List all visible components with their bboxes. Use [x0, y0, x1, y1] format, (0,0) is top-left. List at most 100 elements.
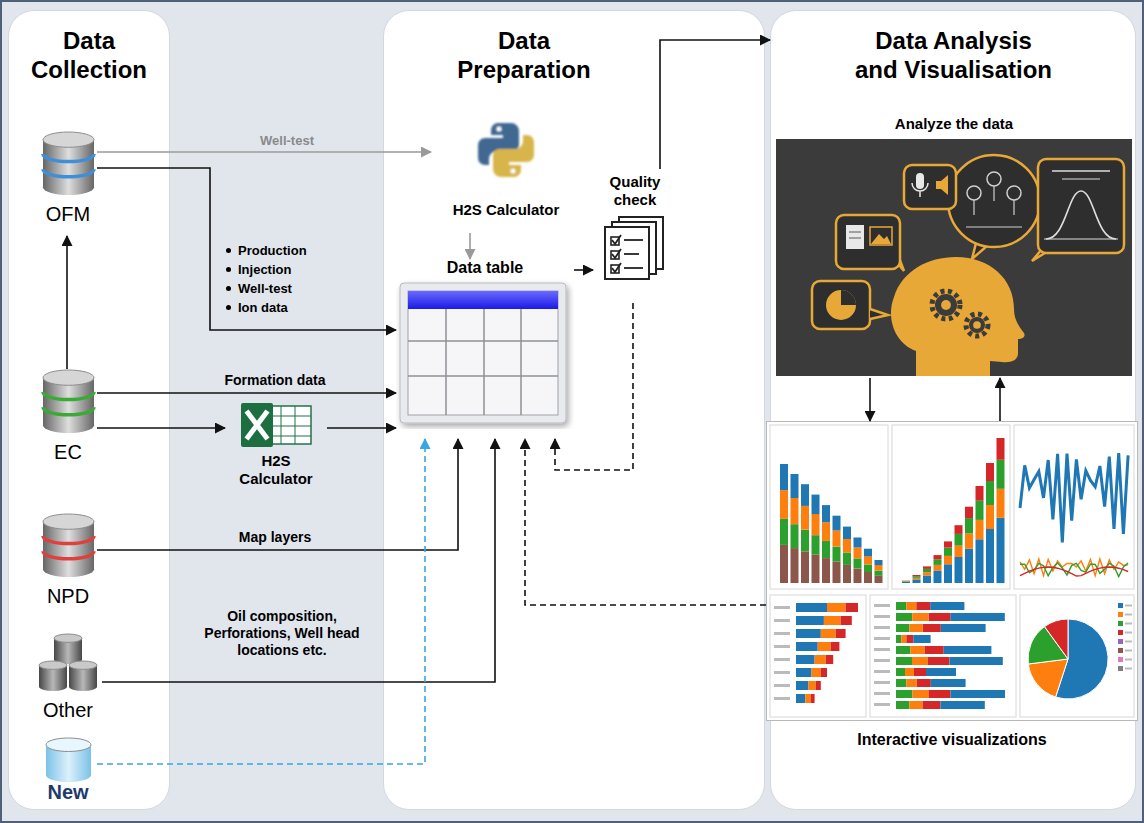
- analysis-illustration-part: [1062, 178, 1100, 179]
- node-label: Data table: [447, 259, 523, 277]
- chart-collage-part: [854, 548, 862, 559]
- chart-collage-part: [913, 578, 921, 580]
- icon-holder: [40, 369, 97, 435]
- chart-collage-part: [812, 495, 820, 514]
- chart-collage-part: [896, 690, 912, 698]
- analysis-illustration-part: [1038, 159, 1124, 253]
- chart-collage-part: [774, 697, 790, 700]
- checklist-icon-part: [624, 253, 639, 255]
- label-holder: Oil composition, Perforations, Well head…: [196, 608, 368, 659]
- excel-icon-part: [267, 406, 311, 444]
- chart-collage-part: [801, 484, 809, 506]
- connector: [574, 269, 593, 271]
- chart-collage-part: [1020, 595, 1134, 717]
- python-logo-part: [511, 169, 516, 174]
- node-label: Analyze the data: [895, 115, 1013, 132]
- checklist-icon-part: [612, 263, 621, 272]
- chart-collage-part: [1020, 567, 1128, 576]
- chart-collage-part: [909, 701, 922, 709]
- chart-collage-part: [955, 525, 963, 534]
- chart-collage-part: [965, 549, 973, 583]
- database-icon-part: [43, 132, 94, 147]
- python-logo: [475, 119, 537, 181]
- python-logo-part: [478, 123, 534, 177]
- database-icon-part: [43, 180, 94, 195]
- database-stack-icon-part: [69, 661, 97, 669]
- chart-collage-part: [1118, 648, 1123, 653]
- chart-collage-part: [905, 668, 914, 676]
- analysis-node: Analyze the data: [776, 111, 1132, 378]
- database-icon-part: [43, 169, 94, 177]
- chart-collage-part: [774, 632, 790, 635]
- chart-collage-part: [836, 629, 846, 638]
- chart-collage-part: [1125, 668, 1132, 670]
- chart-collage-part: [874, 681, 890, 684]
- chart-collage-part: [874, 670, 890, 673]
- label-holder: Map layers: [200, 529, 350, 546]
- chart-collage-part: [864, 549, 872, 557]
- table-graphic-part: [400, 283, 566, 423]
- chart-collage-part: [1028, 659, 1068, 697]
- chart-collage-part: [875, 565, 883, 571]
- chart-collage-part: [923, 566, 931, 569]
- chart-collage-part: [944, 646, 992, 654]
- data-table: Data table: [396, 259, 574, 439]
- node-label: NPD: [47, 584, 89, 608]
- analysis-illustration-part: [935, 294, 957, 316]
- chart-collage-part: [875, 571, 883, 576]
- table-graphic-part: [483, 309, 485, 415]
- chart-collage: [766, 421, 1138, 721]
- excel-icon-part: [241, 403, 273, 447]
- chart-collage-part: [1045, 619, 1069, 659]
- analysis-illustration-part: [846, 225, 864, 249]
- chart-collage-part: [874, 692, 890, 695]
- analysis-illustration-part: [967, 186, 981, 200]
- analysis-illustration-part: [870, 227, 892, 245]
- edge-label: Oil composition, Perforations, Well head…: [196, 608, 368, 659]
- chart-collage-part: [976, 539, 984, 583]
- chart-collage-part: [986, 529, 994, 583]
- chart-collage-part: [913, 575, 921, 576]
- node-label: New: [47, 780, 88, 804]
- chart-collage-part: [902, 580, 910, 581]
- analysis-illustration-part: [966, 226, 1022, 227]
- chart-collage-part: [906, 602, 916, 610]
- list-item: Injection: [226, 261, 291, 278]
- chart-collage-part: [812, 555, 820, 583]
- database-icon-part: [43, 407, 94, 415]
- chart-collage-part: [913, 635, 930, 643]
- checklist-icon-part: [624, 267, 643, 269]
- checklist-icon-part: [612, 249, 621, 258]
- chart-collage-part: [875, 560, 883, 565]
- chart-collage-part: [824, 616, 841, 625]
- chart-collage-part: [796, 642, 818, 651]
- chart-collage-part: [801, 530, 809, 552]
- chart-collage-part: [896, 613, 912, 621]
- chart-collage-part: [1118, 630, 1123, 635]
- chart-collage-part: [864, 556, 872, 564]
- python-logo-part: [497, 127, 502, 132]
- chart-collage-part: [833, 516, 841, 531]
- chart-collage-part: [812, 668, 821, 677]
- list-item: Production: [226, 242, 307, 259]
- chart-collage-part: [896, 635, 901, 643]
- chart-collage-part: [934, 571, 942, 584]
- chart-collage-part: [917, 602, 931, 610]
- excel-icon-part: [248, 413, 266, 437]
- node-label: H2S Calculator: [225, 452, 327, 488]
- table-graphic-part: [445, 309, 447, 415]
- chart-collage-part: [1118, 639, 1123, 644]
- chart-collage-part: [818, 642, 831, 651]
- analysis-illustration: [776, 139, 1132, 376]
- chart-collage-part: [944, 548, 952, 556]
- chart-collage-part: [874, 648, 890, 651]
- chart-collage-part: [913, 579, 921, 583]
- node-label: EC: [54, 440, 82, 464]
- column-panel: Data CollectionOFMECNPDOtherNew: [8, 10, 170, 810]
- node-label: Interactive visualizations: [857, 731, 1046, 749]
- chart-collage-part: [870, 595, 1016, 717]
- database-icon-part: [43, 392, 94, 400]
- database-icon: [40, 736, 97, 784]
- chart-collage-part: [896, 646, 910, 654]
